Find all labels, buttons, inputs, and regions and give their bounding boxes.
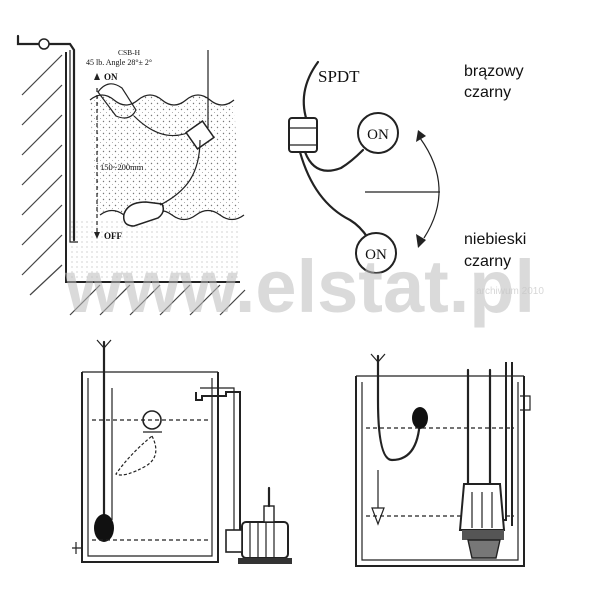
off-label: OFF [104, 231, 122, 241]
float-ball-right [412, 407, 428, 429]
tank-with-submersible-pump [355, 353, 531, 567]
float-cable-right [376, 354, 422, 462]
float-chain [115, 435, 157, 476]
range-label: 150~200mm [100, 162, 144, 172]
float-weight [185, 120, 215, 150]
off-arrow [94, 232, 100, 239]
tank-outline-left [81, 372, 219, 563]
switch-body [288, 117, 318, 153]
tilt-arc [419, 137, 440, 239]
on-ball-lower-label: ON [365, 247, 387, 263]
wire-upper-color-1: brązowy [464, 63, 524, 80]
mount-clamp [38, 38, 50, 50]
switch-cable-top [302, 60, 320, 126]
on-arrow [94, 73, 100, 80]
liquid-upper-zone [90, 95, 240, 219]
float-lower-cable [159, 139, 201, 206]
spec-title: CSB-H [118, 48, 141, 57]
wall-hatching [21, 54, 246, 316]
watermark-main: www.elstat.pl [64, 245, 535, 328]
switch-type-label: SPDT [318, 67, 360, 86]
cable-pipe-inner [69, 50, 78, 243]
watermark-small: archiwum 2010 [476, 286, 544, 297]
spdt-switch-detail: ON ON SPDT brązowy czarny niebieski czar… [288, 60, 526, 274]
discharge-pipe-left [195, 391, 241, 551]
tilt-arrow-down [416, 234, 426, 248]
switch-arm-upper [303, 148, 365, 172]
float-bottom-left [94, 514, 114, 542]
tank-outline-right [355, 376, 525, 567]
cable-pipe [16, 34, 76, 242]
antenna-left [96, 339, 112, 349]
wire-lower-color-2: czarny [464, 253, 511, 270]
wire-upper-color-2: czarny [464, 84, 511, 101]
on-ball-lower [355, 232, 397, 274]
spec-angle: 45 lb. Angle 28°± 2° [86, 58, 152, 67]
on-ball-upper-label: ON [367, 127, 389, 143]
switch-arm-lower [298, 150, 370, 240]
on-label: ON [104, 72, 118, 82]
float-upper [97, 83, 215, 150]
external-pump-motor [225, 486, 292, 564]
antenna-right [370, 353, 386, 363]
on-ball-upper [357, 112, 399, 154]
tank-with-external-pump [72, 339, 292, 564]
float-lower [122, 139, 201, 227]
inlet-pipe-left [72, 542, 82, 554]
wire-lower-color-1: niebieski [464, 231, 526, 248]
tilt-arrow-up [416, 130, 426, 142]
submersible-pump [458, 483, 506, 559]
pipe-fitting-right [520, 395, 531, 411]
tank-wall [65, 52, 240, 283]
float-switch-installation: CSB-H 45 lb. Angle 28°± 2° ON 150~200mm … [16, 34, 246, 316]
tank-rim-right [356, 375, 524, 561]
liquid-surface-upper [89, 94, 235, 106]
